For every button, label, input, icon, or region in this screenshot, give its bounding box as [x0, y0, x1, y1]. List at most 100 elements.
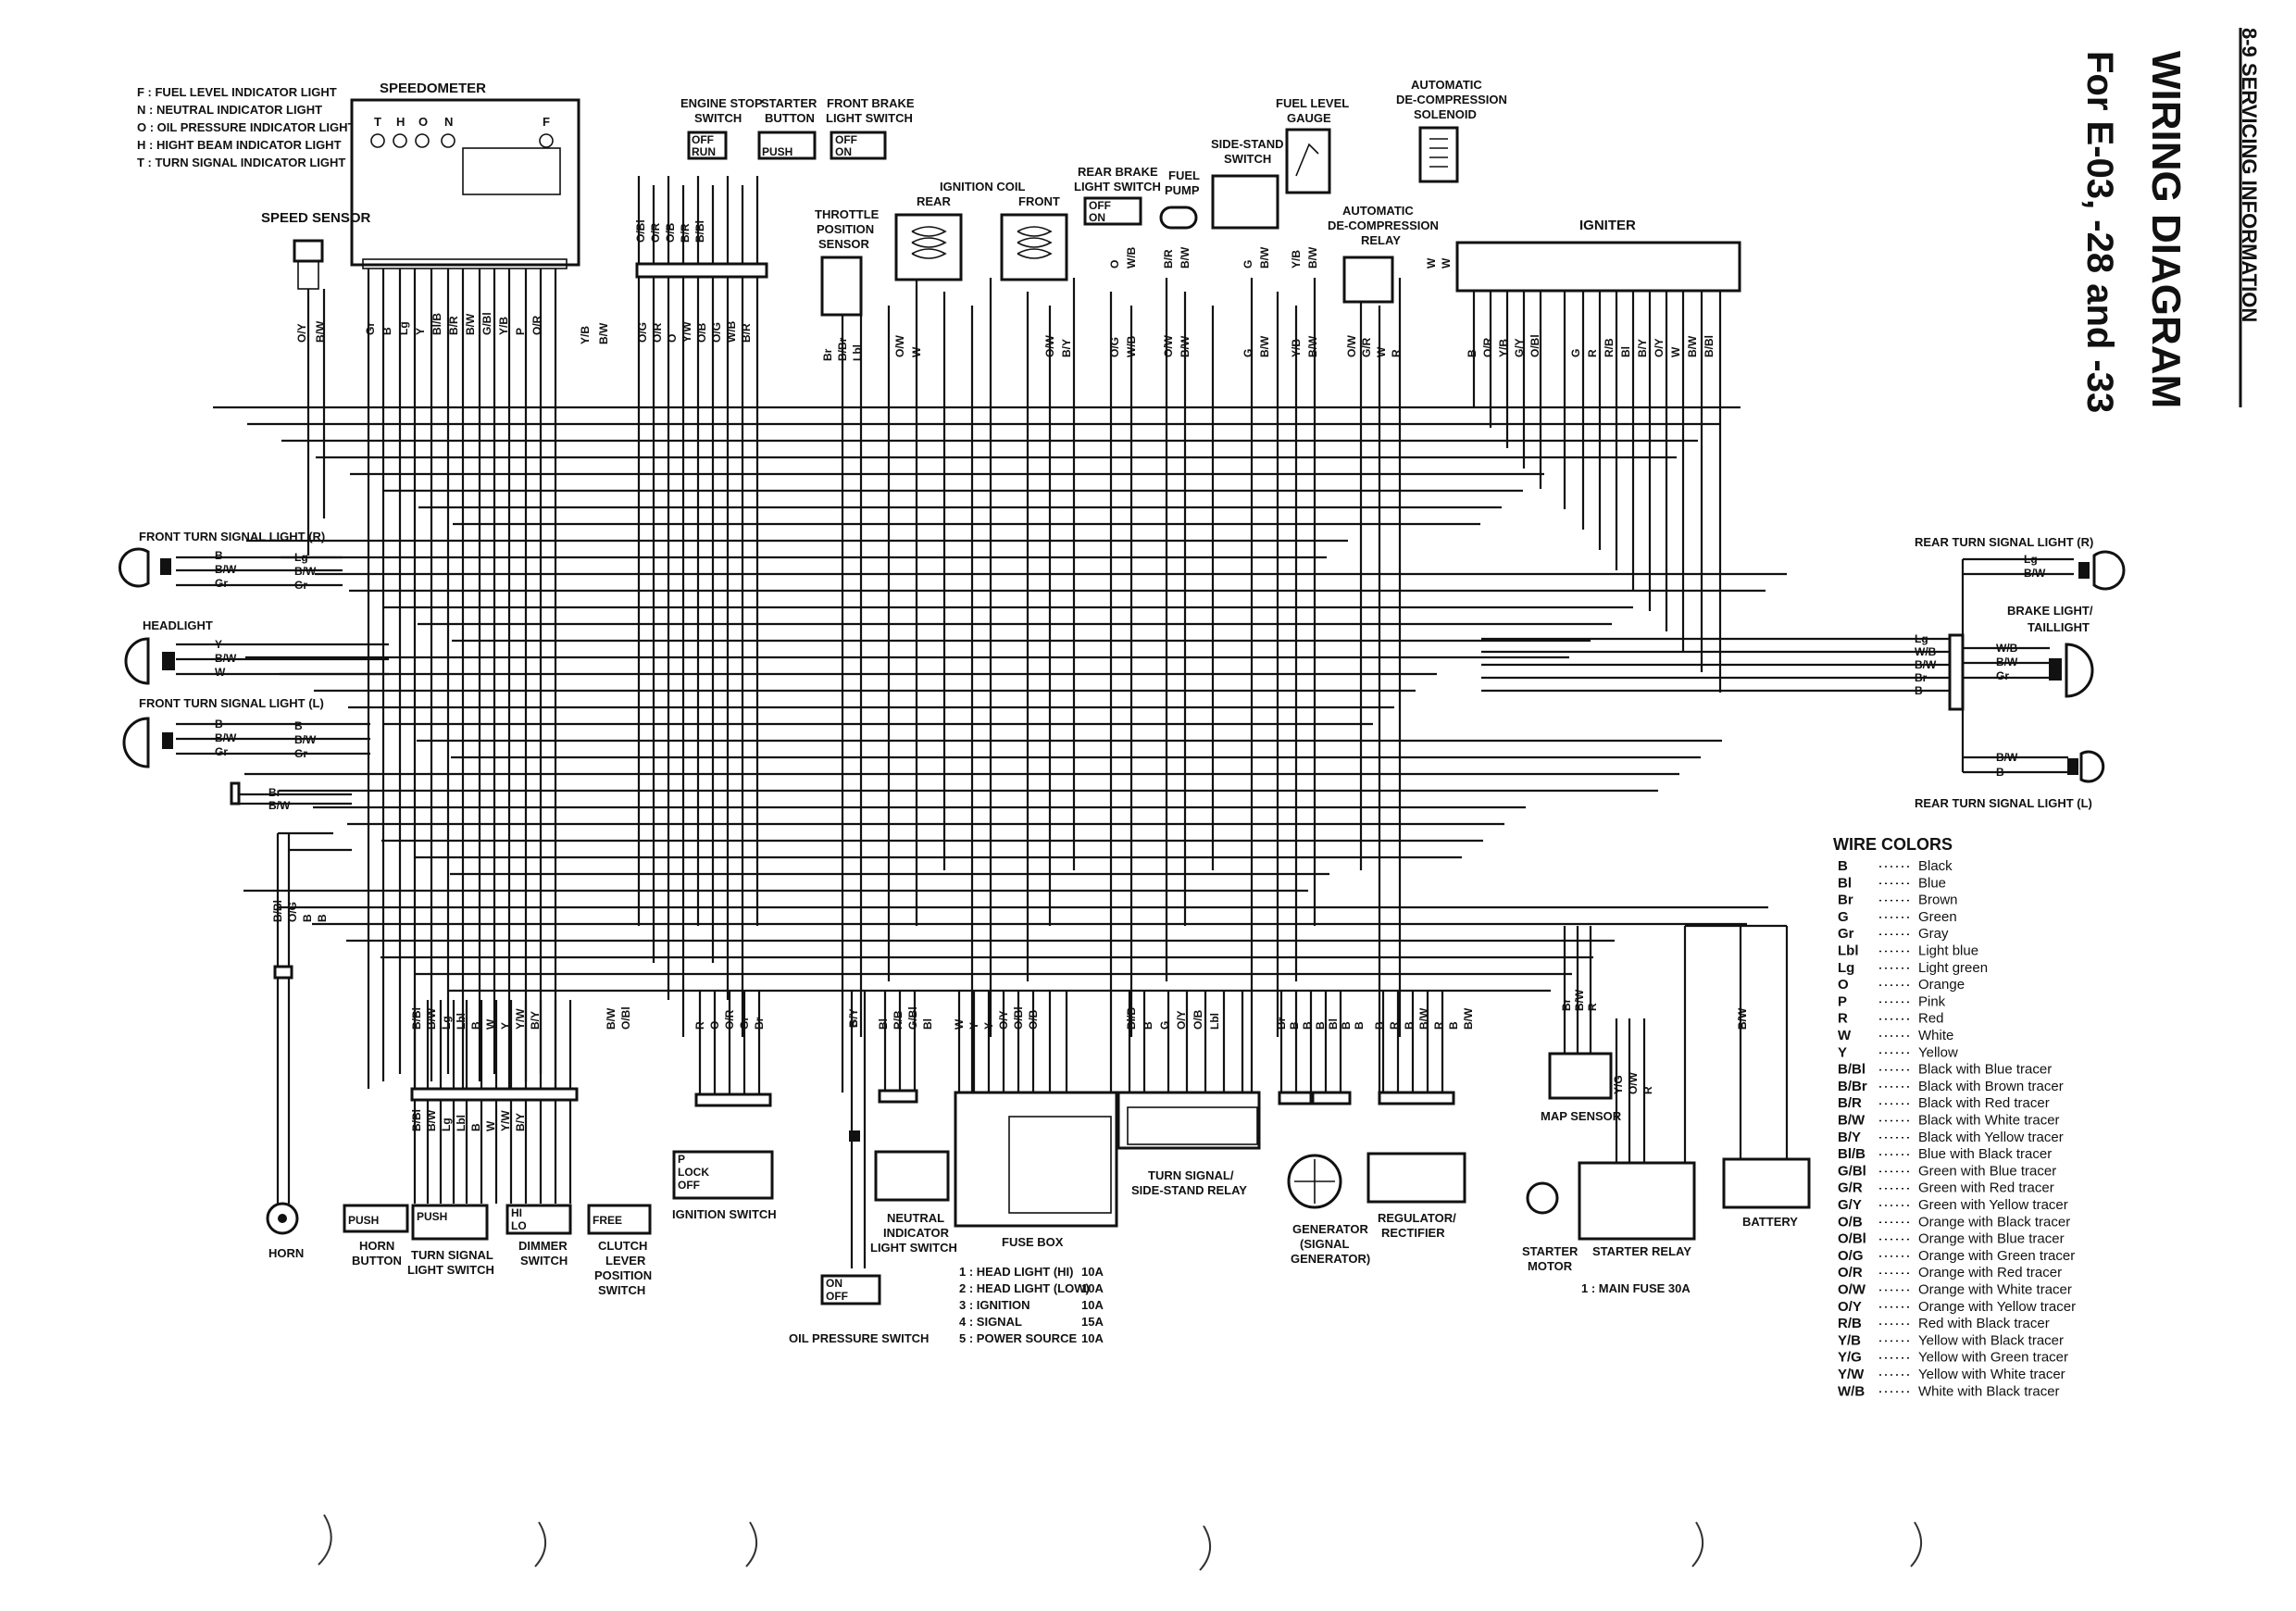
- indicator-lamp-icon: [370, 133, 385, 148]
- turn-switch-label: LIGHT SWITCH: [407, 1263, 494, 1277]
- wire-tag: W: [484, 1018, 497, 1030]
- regulator-label: RECTIFIER: [1381, 1226, 1445, 1240]
- wire-tag: O/W: [1162, 334, 1175, 357]
- brake-light-label: BRAKE LIGHT/: [2007, 604, 2093, 618]
- speedo-pin-label: T: [374, 115, 381, 129]
- fuel-pump-label: PUMP: [1165, 183, 1200, 197]
- wire-tag: B/W: [1573, 989, 1586, 1011]
- diagram-subtitle: For E-03, -28 and -33: [2079, 51, 2120, 413]
- wire-color-code: B/R: [1838, 1095, 1862, 1111]
- wire-tag: R/B: [892, 1010, 905, 1030]
- wire-tag: Y: [499, 1022, 512, 1030]
- engine-stop-switch[interactable]: ENGINE STOP SWITCH OFF RUN: [680, 96, 763, 160]
- neutral-indicator-switch[interactable]: NEUTRAL INDICATOR LIGHT SWITCH: [870, 1089, 957, 1255]
- wire-tag: B/W: [215, 731, 237, 744]
- side-stand-switch[interactable]: SIDE-STAND SWITCH: [1211, 137, 1283, 230]
- decompression-solenoid: AUTOMATIC DE-COMPRESSION SOLENOID: [1396, 78, 1507, 183]
- front-brake-switch[interactable]: FRONT BRAKE LIGHT SWITCH OFF ON: [826, 96, 915, 160]
- wire-tag: B: [316, 914, 329, 922]
- rear-brake-switch[interactable]: REAR BRAKE LIGHT SWITCH OFF ON: [1074, 165, 1161, 226]
- wire-tag: Y/G: [1612, 1075, 1625, 1094]
- wire-color-name: Green with Yellow tracer: [1918, 1197, 2068, 1213]
- on-label: ON: [826, 1277, 842, 1290]
- wire-tag: B: [469, 1123, 482, 1131]
- wire-color-name: Green: [1918, 909, 1957, 925]
- wire-tag: R/B: [1603, 338, 1616, 357]
- wire-color-code: R/B: [1838, 1316, 1862, 1331]
- indicator-lamp-icon: [415, 133, 430, 148]
- wire-tag: Y/B: [1290, 339, 1303, 357]
- page-header: 8-9 SERVICING INFORMATION WIRING DIAGRAM…: [2079, 28, 2261, 413]
- oil-pressure-switch[interactable]: ON OFF OIL PRESSURE SWITCH: [789, 1130, 929, 1345]
- wire-color-code: G/R: [1838, 1180, 1863, 1196]
- on-label: ON: [835, 145, 852, 158]
- wire-color-code: Y: [1838, 1044, 1847, 1060]
- horn-button[interactable]: PUSH HORN BUTTON: [343, 1204, 409, 1268]
- speed-sensor-label: SPEED SENSOR: [261, 210, 371, 226]
- wire-tag: B/W: [464, 313, 477, 335]
- wire-tag: B: [1466, 349, 1479, 357]
- wire-tag: Br: [753, 1017, 766, 1030]
- wire-color-name: Blue with Black tracer: [1918, 1146, 2052, 1162]
- wire-tag: O/Y: [295, 323, 308, 343]
- wire-tag: R: [1432, 1021, 1445, 1030]
- wire-color-name: Yellow: [1918, 1044, 1958, 1060]
- key-line: H : HIGHT BEAM INDICATOR LIGHT: [137, 138, 342, 152]
- rear-brake-label: REAR BRAKE: [1078, 165, 1158, 179]
- wire-color-code: Y/W: [1838, 1367, 1865, 1382]
- igniter: IGNITER: [1455, 218, 1741, 293]
- map-sensor: MAP SENSOR: [1541, 1052, 1622, 1123]
- wire-tag: Y: [967, 1022, 980, 1030]
- starter-button-label: STARTER: [761, 96, 817, 110]
- wire-tag: O/W: [1627, 1071, 1640, 1094]
- horn-button-label: HORN: [359, 1239, 394, 1253]
- wire-tag: Br: [821, 348, 834, 361]
- side-stand-label: SIDE-STAND: [1211, 137, 1283, 151]
- turn-signal-switch[interactable]: PUSH TURN SIGNAL LIGHT SWITCH: [407, 1204, 494, 1277]
- wire-tag: B/Y: [1060, 339, 1073, 357]
- fuel-pump-label: FUEL: [1168, 169, 1200, 182]
- front-turn-l-label: FRONT TURN SIGNAL LIGHT (L): [139, 696, 324, 710]
- fuse-rating: 10A: [1081, 1265, 1104, 1279]
- indicator-lamp-icon: [539, 133, 554, 148]
- wire-color-code: O/G: [1838, 1248, 1864, 1264]
- clutch-lever-switch[interactable]: FREE CLUTCH LEVER POSITION SWITCH: [587, 1204, 652, 1297]
- decomp-relay-label: AUTOMATIC: [1342, 204, 1414, 218]
- wire-tag: Bl: [877, 1018, 890, 1030]
- brake-taillight: BRAKE LIGHT/ TAILLIGHT: [2007, 604, 2094, 698]
- neutral-label: INDICATOR: [883, 1226, 950, 1240]
- wire-color-name: White: [1918, 1028, 1953, 1043]
- wire-tag: Lg: [2024, 553, 2038, 566]
- wire-tag: B/Y: [514, 1113, 527, 1131]
- wire-colors-title: WIRE COLORS: [1833, 835, 1953, 854]
- wire-tag: G: [1158, 1021, 1171, 1030]
- dimmer-switch[interactable]: HI LO DIMMER SWITCH: [505, 1204, 572, 1268]
- wire-tag: O/G: [636, 322, 649, 343]
- wire-color-name: Gray: [1918, 926, 1949, 942]
- fuel-pump: FUEL PUMP: [1159, 169, 1200, 230]
- wire-tag: B/Y: [529, 1011, 542, 1030]
- wire-tag: R: [1586, 349, 1599, 357]
- headlight-label: HEADLIGHT: [143, 618, 213, 632]
- wire-tag: O/R: [649, 222, 662, 243]
- wire-tag: W: [1425, 257, 1438, 268]
- key-line: T : TURN SIGNAL INDICATOR LIGHT: [137, 156, 345, 169]
- wire-color-code: B/Y: [1838, 1130, 1861, 1145]
- wire-color-code: Lbl: [1838, 943, 1859, 959]
- fuel-level-gauge: FUEL LEVEL GAUGE: [1276, 96, 1349, 194]
- wire-tag: O/G: [286, 902, 299, 922]
- ignition-switch[interactable]: P LOCK OFF IGNITION SWITCH: [672, 1093, 777, 1221]
- wire-tag: R: [693, 1021, 706, 1030]
- wire-tag: B: [1340, 1021, 1353, 1030]
- wire-tag: Y/W: [680, 321, 693, 343]
- fuse-rating: 10A: [1081, 1281, 1104, 1295]
- key-line: F : FUEL LEVEL INDICATOR LIGHT: [137, 85, 337, 99]
- off-label: OFF: [678, 1179, 700, 1192]
- wire-tag: O: [708, 1021, 721, 1030]
- wire-tag: B/W: [1736, 1007, 1749, 1030]
- starter-button[interactable]: STARTER BUTTON PUSH: [757, 96, 817, 160]
- horn: HORN: [266, 965, 304, 1260]
- wire-tag: Bl/B: [1125, 1007, 1138, 1030]
- wire-color-code: G/Y: [1838, 1197, 1862, 1213]
